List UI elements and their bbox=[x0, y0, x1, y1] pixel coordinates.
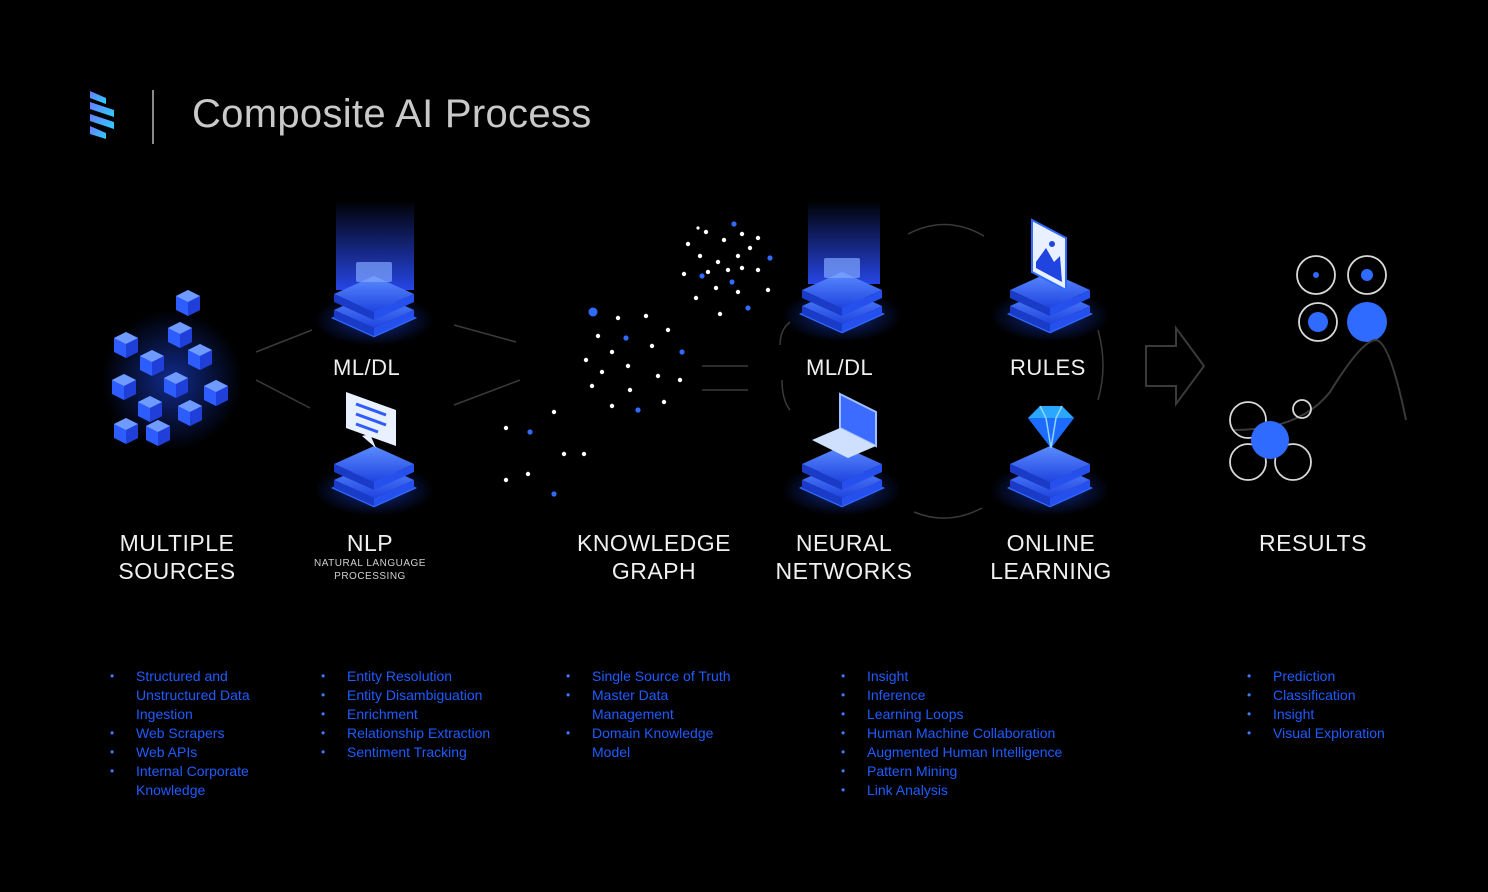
stage-nlp: NLP NATURAL LANGUAGE PROCESSING bbox=[296, 529, 444, 583]
brand-logo-icon bbox=[90, 91, 114, 139]
list-item: Learning Loops bbox=[841, 705, 1131, 724]
diamond-icon bbox=[988, 405, 1112, 518]
list-item: Inference bbox=[841, 686, 1131, 705]
header-divider bbox=[152, 90, 154, 144]
laptop-icon bbox=[780, 392, 904, 518]
stage-sublabel-line1: NATURAL LANGUAGE bbox=[314, 558, 426, 569]
list-item: Insight bbox=[841, 667, 1131, 686]
stage-multiple-sources: MULTIPLE SOURCES bbox=[102, 529, 252, 585]
bullets-knowledge-graph: Single Source of Truth Master Data Manag… bbox=[566, 667, 786, 762]
list-item: Link Analysis bbox=[841, 781, 1131, 800]
bullets-sources: Structured and Unstructured Data Ingesti… bbox=[110, 667, 300, 800]
list-item: Entity Disambiguation bbox=[321, 686, 541, 705]
ml-dl-chip-icon-right bbox=[780, 200, 904, 344]
list-item: Structured and bbox=[110, 667, 300, 686]
list-item: Enrichment bbox=[321, 705, 541, 724]
stage-results: RESULTS bbox=[1244, 529, 1382, 557]
stage-neural-networks: NEURAL NETWORKS bbox=[764, 529, 924, 585]
stage-online-learning: ONLINE LEARNING bbox=[976, 529, 1126, 585]
list-item: Web Scrapers bbox=[110, 724, 300, 743]
list-item: Domain Knowledge bbox=[566, 724, 786, 743]
results-chart-icon bbox=[1229, 255, 1407, 481]
list-item: Human Machine Collaboration bbox=[841, 724, 1131, 743]
rules-label: RULES bbox=[1010, 355, 1086, 380]
stage-label-line2: NETWORKS bbox=[775, 558, 913, 584]
stage-label-line2: LEARNING bbox=[990, 558, 1112, 584]
list-item: Classification bbox=[1247, 686, 1447, 705]
stage-knowledge-graph: KNOWLEDGE GRAPH bbox=[570, 529, 738, 585]
list-item: Augmented Human Intelligence bbox=[841, 743, 1131, 762]
list-item: Pattern Mining bbox=[841, 762, 1131, 781]
stage-sublabel-line2: PROCESSING bbox=[334, 571, 406, 582]
list-item: Entity Resolution bbox=[321, 667, 541, 686]
ml-dl-label-right: ML/DL bbox=[806, 355, 874, 380]
list-item: Web APIs bbox=[110, 743, 300, 762]
ml-dl-chip-icon bbox=[312, 200, 436, 348]
list-item: Single Source of Truth bbox=[566, 667, 786, 686]
stage-label-line1: KNOWLEDGE bbox=[576, 530, 732, 556]
list-item: Model bbox=[592, 744, 631, 760]
bullets-nlp: Entity Resolution Entity Disambiguation … bbox=[321, 667, 541, 762]
nlp-chat-icon bbox=[312, 392, 436, 518]
list-item: Knowledge bbox=[136, 782, 206, 798]
ml-dl-label-left: ML/DL bbox=[333, 355, 401, 380]
list-item: Sentiment Tracking bbox=[321, 743, 541, 762]
stage-label-line1: NEURAL bbox=[795, 530, 893, 556]
bullets-results: Prediction Classification Insight Visual… bbox=[1247, 667, 1447, 743]
list-item: Unstructured Data bbox=[136, 687, 250, 703]
rules-image-icon bbox=[988, 218, 1112, 344]
list-item: Master Data bbox=[566, 686, 786, 705]
stage-label-line1: ONLINE bbox=[1006, 530, 1096, 556]
list-item: Prediction bbox=[1247, 667, 1447, 686]
list-item: Insight bbox=[1247, 705, 1447, 724]
connector-lines bbox=[255, 223, 1104, 519]
list-item: Internal Corporate bbox=[110, 762, 300, 781]
stage-label-line1: MULTIPLE bbox=[119, 530, 235, 556]
knowledge-graph-dots-icon bbox=[503, 221, 773, 497]
list-item: Visual Exploration bbox=[1247, 724, 1447, 743]
stage-label-line1: RESULTS bbox=[1259, 530, 1367, 556]
page-title: Composite AI Process bbox=[192, 92, 592, 136]
stage-label-line1: NLP bbox=[346, 530, 394, 556]
bullets-neural-networks: Insight Inference Learning Loops Human M… bbox=[841, 667, 1131, 800]
stage-label-line2: SOURCES bbox=[118, 558, 236, 584]
list-item: Relationship Extraction bbox=[321, 724, 541, 743]
list-item: Ingestion bbox=[136, 706, 193, 722]
data-cubes-icon bbox=[102, 290, 242, 450]
stage-label-line2: GRAPH bbox=[611, 558, 697, 584]
arrow-right-icon bbox=[1145, 324, 1206, 408]
list-item: Management bbox=[592, 706, 674, 722]
